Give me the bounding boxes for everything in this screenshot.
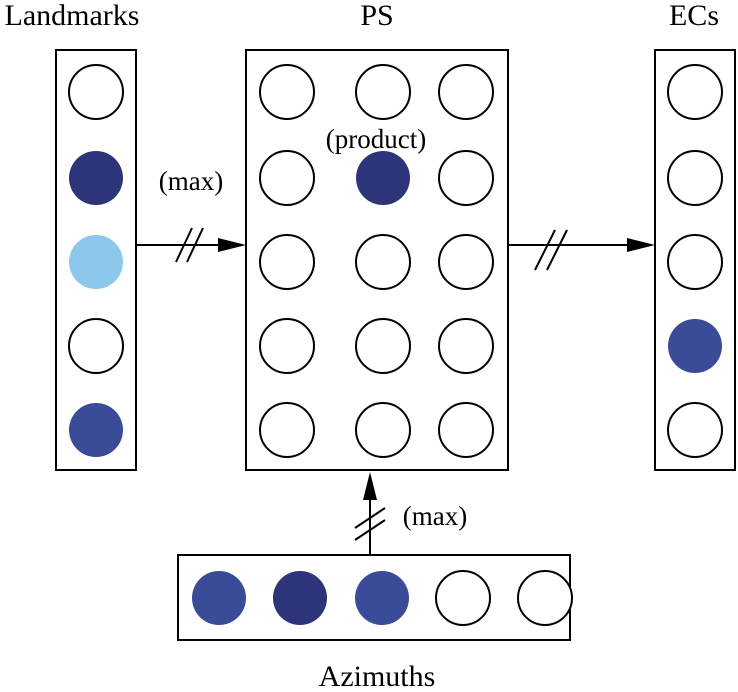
ec-unit [667, 234, 723, 290]
ec-unit [667, 64, 723, 120]
ps-unit [356, 151, 410, 205]
azimuths-units [192, 570, 573, 626]
ps-unit [438, 150, 494, 206]
ecs-units [667, 64, 723, 458]
ps-unit [259, 402, 315, 458]
max-left-label: (max) [159, 166, 223, 196]
landmark-unit [69, 403, 123, 457]
ps-unit [438, 402, 494, 458]
ec-unit [667, 402, 723, 458]
ps-units [259, 64, 494, 458]
product-label: (product) [326, 124, 426, 154]
landmark-unit [68, 318, 124, 374]
azimuth-unit [355, 571, 409, 625]
landmarks-box [55, 49, 137, 471]
max-bottom-label: (max) [403, 501, 467, 531]
landmarks-label: Landmarks [5, 0, 140, 32]
arrow-landmarks-to-ps [136, 227, 246, 263]
ecs-box [654, 49, 736, 471]
azimuth-unit [273, 571, 327, 625]
ps-box [245, 49, 509, 471]
ec-unit [668, 319, 722, 373]
azimuth-unit [435, 570, 491, 626]
arrow-ps-to-ecs [508, 229, 655, 271]
ps-label: PS [360, 0, 393, 32]
ps-unit [438, 234, 494, 290]
ecs-label: ECs [669, 0, 719, 32]
ec-unit [667, 150, 723, 206]
ps-unit [355, 64, 411, 120]
ps-unit [259, 150, 315, 206]
azimuth-unit [517, 570, 573, 626]
ps-unit [355, 234, 411, 290]
ps-unit [259, 318, 315, 374]
ps-unit [355, 402, 411, 458]
ps-unit [355, 318, 411, 374]
azimuths-label: Azimuths [319, 660, 436, 692]
ps-unit [438, 64, 494, 120]
azimuth-unit [192, 571, 246, 625]
ps-unit [438, 318, 494, 374]
arrow-azimuths-to-ps [354, 472, 386, 555]
ps-unit [259, 64, 315, 120]
landmarks-units [68, 64, 124, 457]
landmark-unit [68, 64, 124, 120]
landmark-unit [69, 235, 123, 289]
ps-unit [259, 234, 315, 290]
landmark-unit [69, 151, 123, 205]
